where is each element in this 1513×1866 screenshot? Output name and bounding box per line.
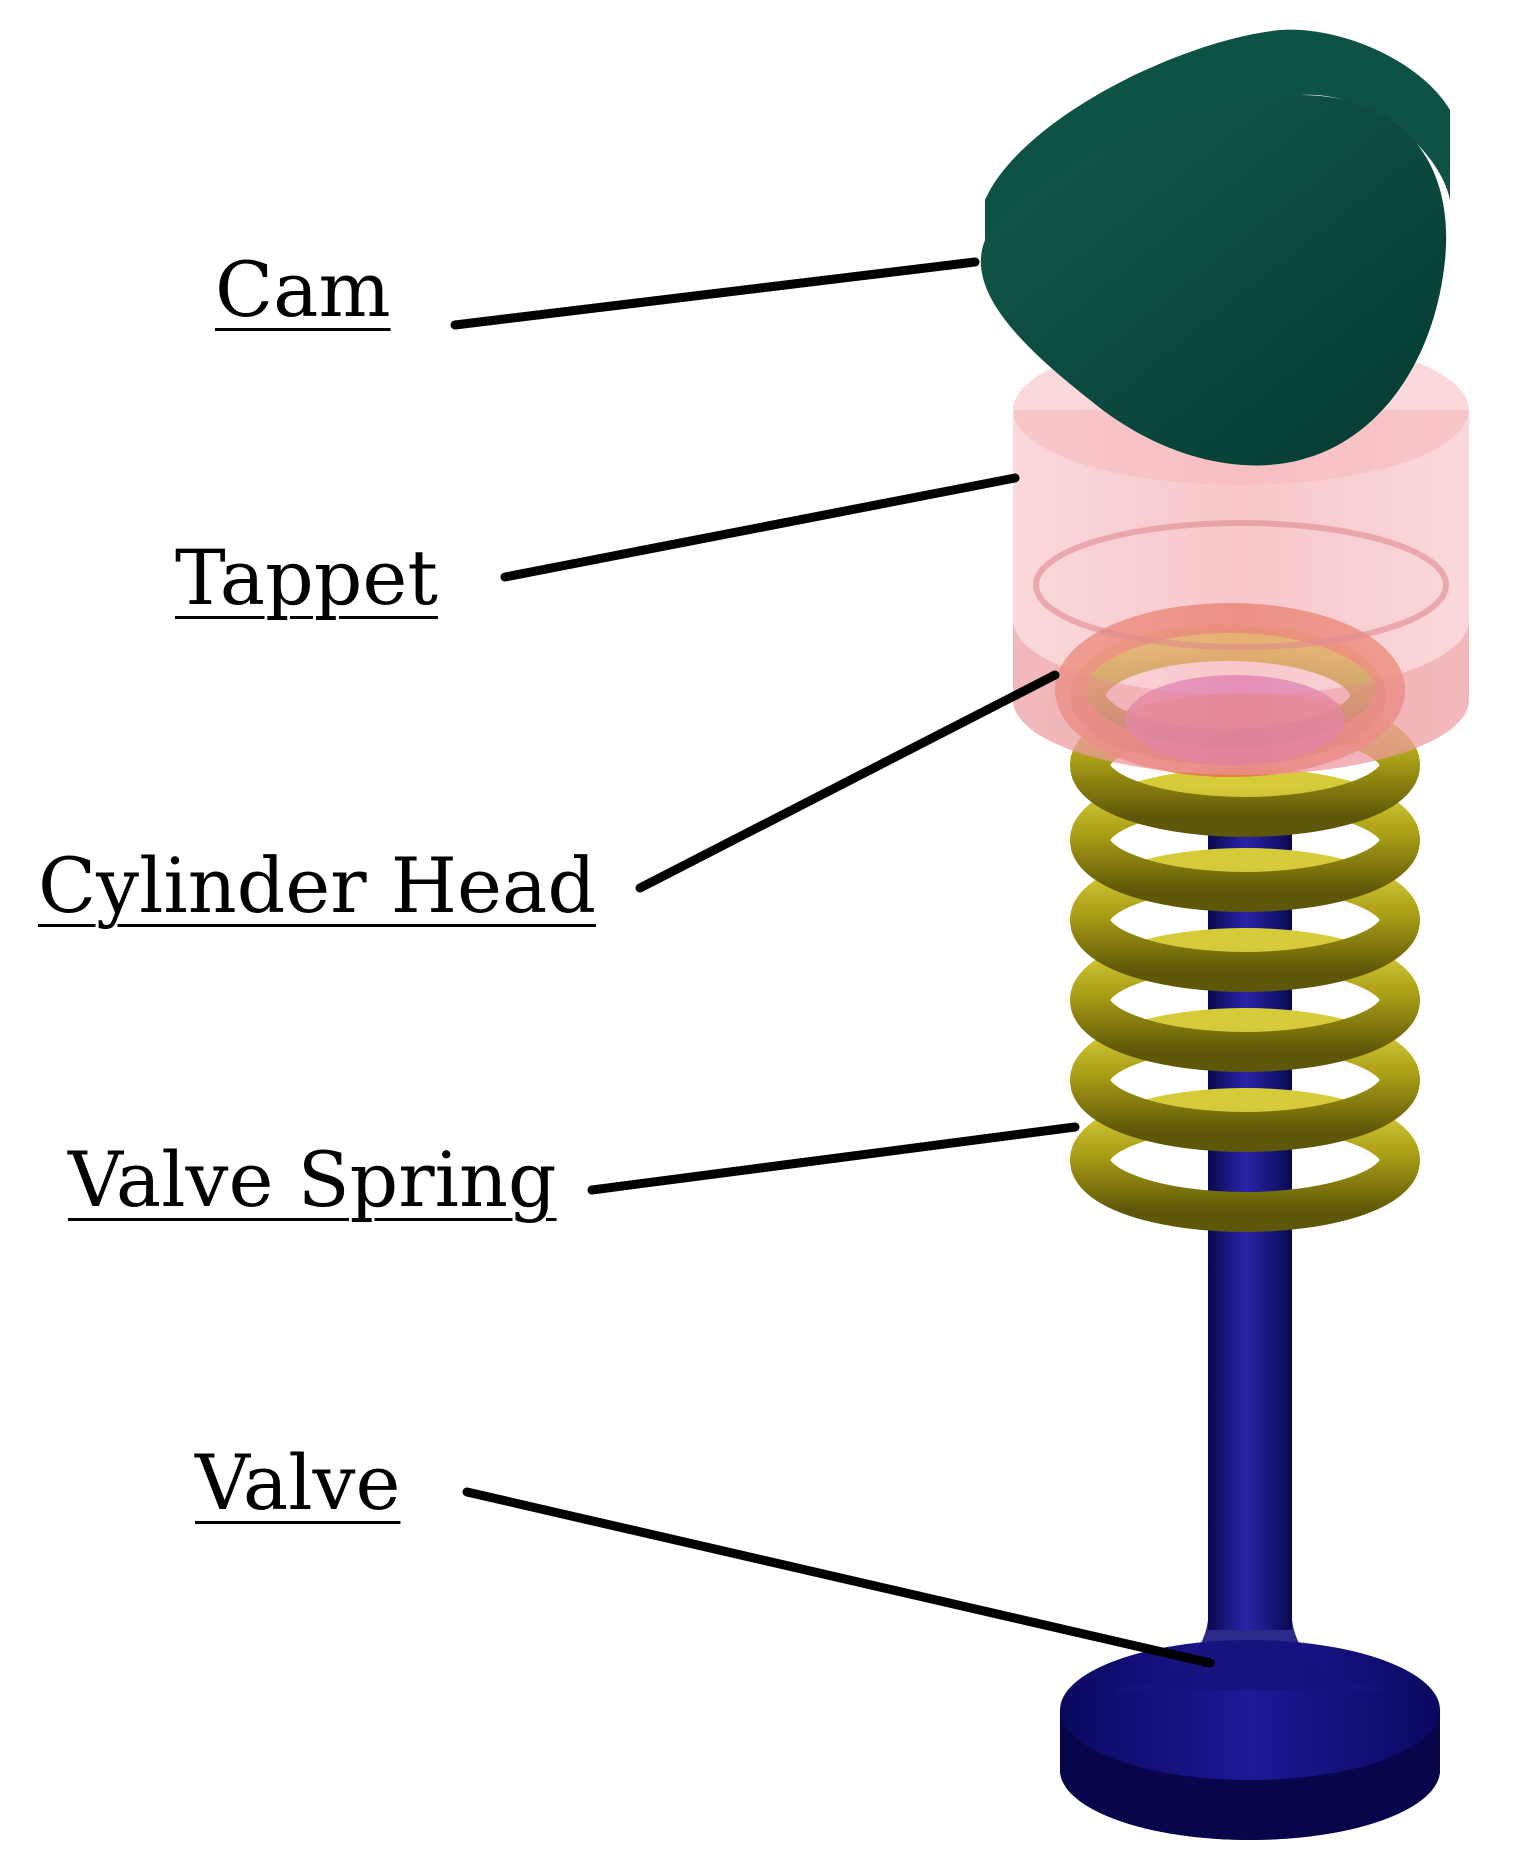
leader-line-tappet <box>500 473 1020 582</box>
spring-coil <box>1070 768 1420 912</box>
label-cam: Cam <box>215 245 391 334</box>
tappet-inner-rim <box>1033 520 1449 650</box>
leader-line-valve <box>462 1487 1215 1668</box>
spring-coil <box>1070 1088 1420 1232</box>
spring-coil <box>1070 1008 1420 1152</box>
spring-coil <box>1070 928 1420 1072</box>
label-valve-spring: Valve Spring <box>68 1135 557 1224</box>
valve-head-top <box>1060 1640 1440 1780</box>
cam-face <box>980 95 1447 466</box>
leader-line-valve-spring <box>587 1122 1080 1195</box>
label-tappet: Tappet <box>175 533 438 622</box>
tappet-body <box>1013 410 1469 775</box>
valve-fillet <box>1110 1620 1390 1690</box>
label-valve: Valve <box>195 1438 401 1527</box>
leader-lines <box>450 257 1215 1668</box>
leader-line-cylinder-head <box>635 670 1060 893</box>
tappet-bottom-shade <box>1013 620 1469 775</box>
leader-line-cam <box>450 257 980 330</box>
spring-coil <box>1070 848 1420 992</box>
label-cylinder-head: Cylinder Head <box>38 841 596 930</box>
cam-side <box>985 29 1450 251</box>
cam <box>980 29 1450 466</box>
